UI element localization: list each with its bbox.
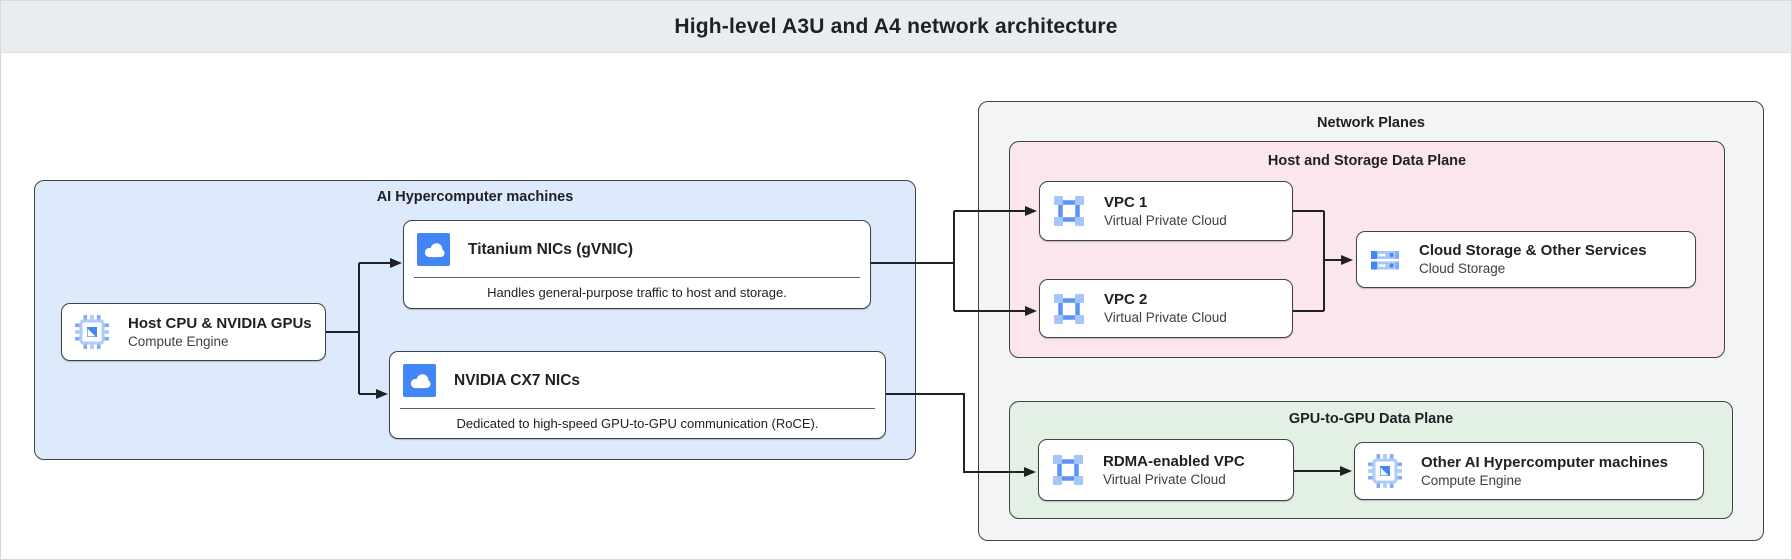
node-title: VPC 2 [1104, 291, 1148, 308]
connector-vpcs-to-storage [1293, 210, 1341, 312]
card-divider [400, 408, 875, 409]
node-titanium-nics: Titanium NICs (gVNIC) Handles general-pu… [403, 220, 871, 309]
arrowhead-to-cx7 [376, 389, 388, 399]
connector-host-to-nics [326, 262, 391, 395]
node-rdma-vpc: RDMA-enabled VPC Virtual Private Cloud [1038, 439, 1294, 501]
node-title: VPC 1 [1104, 193, 1148, 211]
diagram-header: High-level A3U and A4 network architectu… [1, 1, 1791, 53]
node-subtitle: Compute Engine [128, 333, 229, 349]
vpc-icon [1054, 293, 1084, 324]
page-title: High-level A3U and A4 network architectu… [674, 14, 1118, 38]
group-label-ai-machines: AI Hypercomputer machines [376, 189, 574, 205]
node-title: Titanium NICs (gVNIC) [468, 240, 634, 258]
cloud-nic-icon [417, 232, 450, 266]
group-label-host-storage-plane: Host and Storage Data Plane [1267, 153, 1467, 169]
connector-titanium-to-vpcs [871, 210, 1026, 312]
group-label-gpu-plane: GPU-to-GPU Data Plane [1288, 411, 1454, 427]
arrowhead-to-storage [1341, 255, 1353, 265]
nic-card-header: Titanium NICs (gVNIC) [404, 221, 870, 277]
node-other-machines: Other AI Hypercomputer machines Compute … [1354, 442, 1704, 500]
nic-card-header: NVIDIA CX7 NICs [390, 352, 885, 408]
node-cloud-storage: Cloud Storage & Other Services Cloud Sto… [1356, 231, 1696, 288]
connector-cx7-to-rdma [886, 393, 1024, 473]
node-title: RDMA-enabled VPC [1103, 452, 1245, 470]
node-vpc1: VPC 1 Virtual Private Cloud [1039, 181, 1293, 241]
node-title: Other AI Hypercomputer machines [1421, 453, 1669, 471]
node-title: Cloud Storage & Other Services [1419, 242, 1647, 259]
node-subtitle: Virtual Private Cloud [1103, 471, 1226, 487]
arrowhead-to-titanium [390, 258, 402, 268]
cloud-nic-icon [403, 363, 436, 397]
node-subtitle: Virtual Private Cloud [1104, 310, 1227, 325]
node-nvidia-cx7-nics: NVIDIA CX7 NICs Dedicated to high-speed … [389, 351, 886, 439]
group-label-network-planes: Network Planes [1317, 115, 1425, 131]
arrowhead-to-vpc2 [1025, 306, 1037, 316]
compute-engine-icon [1368, 454, 1402, 488]
arrowhead-to-vpc1 [1025, 206, 1037, 216]
node-description: Dedicated to high-speed GPU-to-GPU commu… [456, 416, 819, 431]
node-vpc2: VPC 2 Virtual Private Cloud [1039, 279, 1293, 338]
node-host-cpu: Host CPU & NVIDIA GPUs Compute Engine [61, 303, 326, 361]
node-title: Host CPU & NVIDIA GPUs [128, 314, 312, 332]
node-description: Handles general-purpose traffic to host … [487, 285, 787, 300]
node-subtitle: Virtual Private Cloud [1104, 212, 1227, 228]
node-subtitle: Cloud Storage [1419, 261, 1506, 276]
arrowhead-to-other [1340, 466, 1352, 476]
node-subtitle: Compute Engine [1421, 472, 1522, 488]
cloud-storage-icon [1371, 250, 1399, 269]
arrowhead-to-rdma [1024, 467, 1036, 477]
vpc-icon [1054, 196, 1084, 226]
node-title: NVIDIA CX7 NICs [454, 371, 581, 389]
vpc-icon [1053, 455, 1083, 485]
compute-engine-icon [75, 315, 109, 349]
card-divider [414, 277, 860, 278]
